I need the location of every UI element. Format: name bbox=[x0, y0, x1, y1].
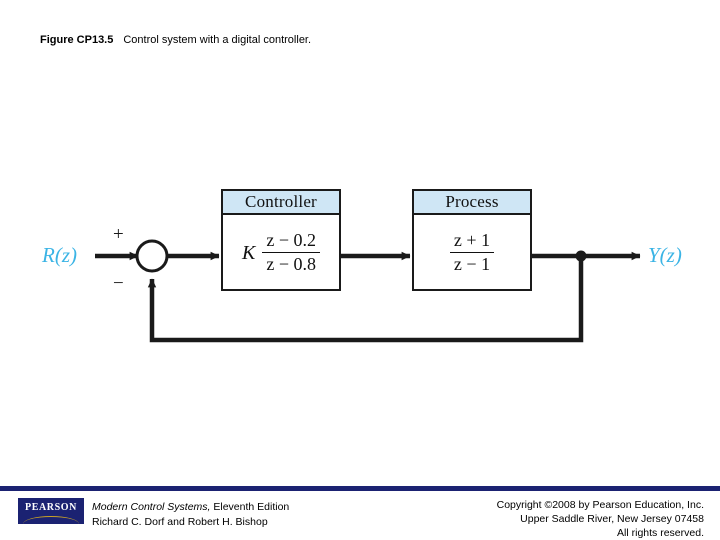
pearson-logo-swoosh bbox=[23, 516, 79, 524]
process-block[interactable]: Process z + 1 z − 1 bbox=[412, 189, 532, 291]
process-numerator: z + 1 bbox=[453, 230, 491, 251]
footer-book-title: Modern Control Systems, bbox=[92, 501, 211, 513]
pearson-logo: PEARSON bbox=[18, 498, 84, 524]
copyright-line-2: Upper Saddle River, New Jersey 07458 bbox=[520, 513, 704, 525]
process-block-header: Process bbox=[414, 191, 530, 215]
diagram-wires bbox=[95, 239, 641, 343]
process-block-body: z + 1 z − 1 bbox=[414, 215, 530, 289]
footer-copyright: Copyright ©2008 by Pearson Education, In… bbox=[497, 498, 704, 540]
controller-transfer-function: z − 0.2 z − 0.8 bbox=[262, 230, 320, 274]
footer-book-title-line: Modern Control Systems, Eleventh Edition bbox=[92, 500, 289, 515]
process-denominator: z − 1 bbox=[449, 251, 495, 274]
figure-caption-text: Control system with a digital controller… bbox=[123, 34, 312, 46]
footer-book-authors: Richard C. Dorf and Robert H. Bishop bbox=[92, 516, 268, 528]
controller-denominator: z − 0.8 bbox=[262, 251, 320, 274]
footer-book-info: Modern Control Systems, Eleventh Edition… bbox=[92, 500, 289, 530]
wire-feedback-path bbox=[147, 256, 584, 343]
controller-gain-label: K bbox=[242, 241, 256, 264]
footer-divider bbox=[0, 486, 720, 491]
figure-caption: Figure CP13.5 Control system with a digit… bbox=[40, 33, 311, 47]
block-diagram: R(z) Y(z) + − Controller K z − 0.2 z − 0… bbox=[42, 189, 682, 343]
summing-junction-circle bbox=[135, 239, 169, 273]
pearson-logo-text: PEARSON bbox=[25, 502, 77, 513]
controller-numerator: z − 0.2 bbox=[266, 230, 316, 251]
summing-junction-plus-sign: + bbox=[113, 224, 124, 245]
process-transfer-function: z + 1 z − 1 bbox=[449, 230, 495, 274]
footer-book-edition: Eleventh Edition bbox=[210, 501, 290, 513]
figure-number: Figure CP13.5 bbox=[40, 34, 114, 46]
summing-junction-minus-sign: − bbox=[113, 273, 124, 294]
controller-block-header: Controller bbox=[223, 191, 339, 215]
copyright-line-3: All rights reserved. bbox=[617, 527, 704, 539]
controller-block-body: K z − 0.2 z − 0.8 bbox=[223, 215, 339, 289]
copyright-line-1: Copyright ©2008 by Pearson Education, In… bbox=[496, 499, 704, 511]
output-signal-label: Y(z) bbox=[648, 243, 682, 267]
controller-block[interactable]: Controller K z − 0.2 z − 0.8 bbox=[221, 189, 341, 291]
input-signal-label: R(z) bbox=[42, 243, 77, 267]
